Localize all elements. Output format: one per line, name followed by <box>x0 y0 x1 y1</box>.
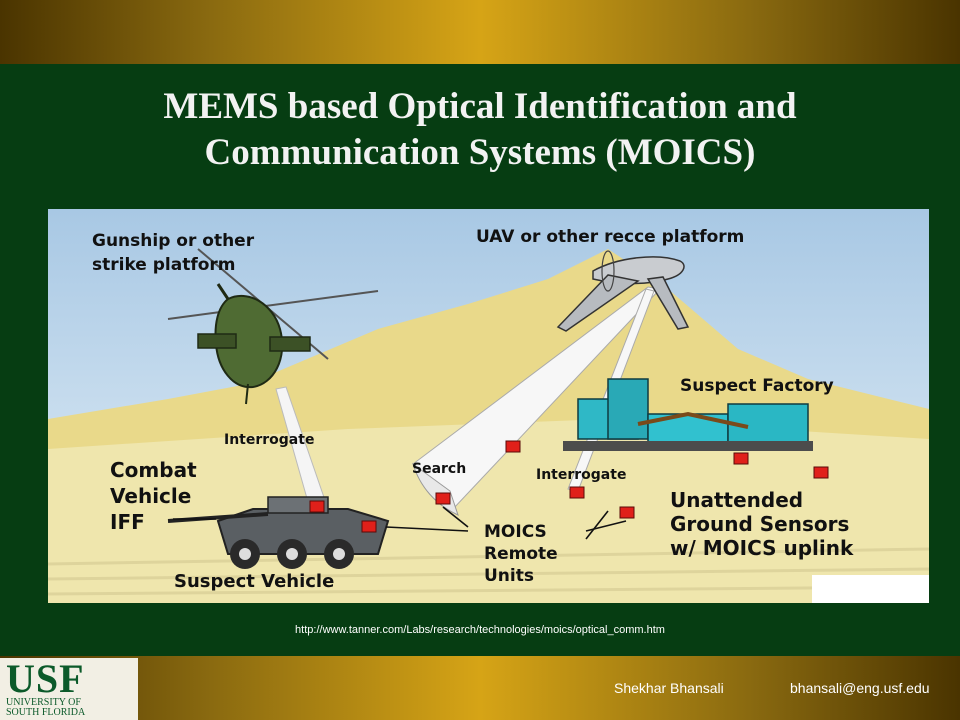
footer-bar <box>0 656 960 720</box>
label-combat-2: Vehicle <box>110 484 191 508</box>
moics-unit <box>361 520 377 533</box>
moics-unit <box>505 440 521 453</box>
moics-unit <box>309 500 325 513</box>
arrow <box>585 510 609 540</box>
label-suspect-factory: Suspect Factory <box>680 376 834 396</box>
source-url: http://www.tanner.com/Labs/research/tech… <box>295 624 665 636</box>
usf-logo-line-2: SOUTH FLORIDA <box>6 707 86 718</box>
label-ugs-2: Ground Sensors <box>670 512 849 536</box>
usf-logo-line-1: UNIVERSITY OF <box>6 697 81 708</box>
label-gunship-2: strike platform <box>92 255 236 275</box>
usf-logo-text: USF <box>6 656 85 701</box>
label-ugs-1: Unattended <box>670 488 803 512</box>
author-email: bhansali@eng.usf.edu <box>790 680 930 696</box>
moics-unit <box>619 506 635 519</box>
moics-diagram: Gunship or other strike platform UAV or … <box>48 209 929 603</box>
usf-logo: USF UNIVERSITY OF SOUTH FLORIDA <box>0 658 138 720</box>
label-ugs-3: w/ MOICS uplink <box>670 536 854 560</box>
blank-corner <box>812 575 929 603</box>
gunship-helicopter <box>167 248 379 405</box>
moics-unit <box>813 466 829 479</box>
moics-unit <box>569 486 585 499</box>
title-line-2: Communication Systems (MOICS) <box>204 132 756 173</box>
uav-aircraft <box>556 250 690 332</box>
title-line-1: MEMS based Optical Identification and <box>163 86 797 127</box>
ground <box>48 419 929 603</box>
moics-unit <box>435 492 451 505</box>
label-gunship-1: Gunship or other <box>92 231 255 251</box>
label-interrogate-left: Interrogate <box>224 432 314 448</box>
label-interrogate-right: Interrogate <box>536 467 626 483</box>
top-gradient-bar <box>0 0 960 64</box>
author-name: Shekhar Bhansali <box>614 680 724 696</box>
moics-remote-units <box>309 440 829 533</box>
suspect-vehicle <box>167 496 390 569</box>
label-moics-3: Units <box>484 566 534 586</box>
label-moics-2: Remote <box>484 544 558 564</box>
label-moics-1: MOICS <box>484 522 547 542</box>
arrow <box>442 506 469 528</box>
label-combat-1: Combat <box>110 458 197 482</box>
slide-title: MEMS based Optical Identification and Co… <box>40 84 920 176</box>
label-combat-3: IFF <box>110 510 145 534</box>
label-uav: UAV or other recce platform <box>476 227 744 247</box>
suspect-factory <box>563 378 813 451</box>
label-search: Search <box>412 461 466 477</box>
arrow <box>385 526 469 532</box>
moics-unit <box>733 452 749 465</box>
label-suspect-vehicle: Suspect Vehicle <box>174 571 334 592</box>
